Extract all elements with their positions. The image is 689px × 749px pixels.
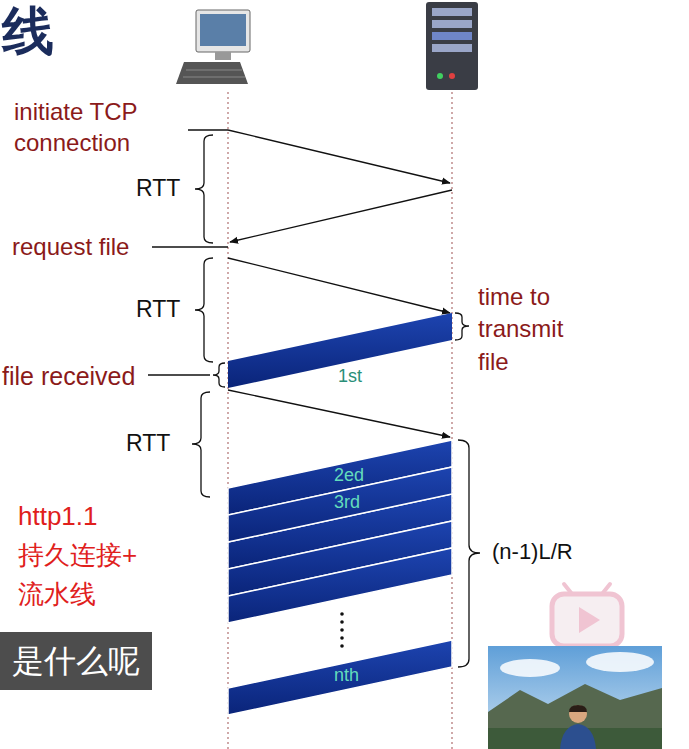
leader-line <box>148 374 210 375</box>
slide-title: 线 <box>2 0 54 62</box>
brace <box>195 135 213 243</box>
data-band <box>228 548 452 623</box>
monitor <box>196 10 250 52</box>
packet-label: 1st <box>338 366 362 387</box>
duration-label: (n-1)L/R <box>492 539 573 565</box>
event-label: initiate TCP connection <box>14 96 186 158</box>
dot <box>340 636 344 640</box>
brace <box>455 313 469 340</box>
packet-label: nth <box>334 665 359 686</box>
person-body <box>560 724 596 749</box>
cloud <box>586 652 654 672</box>
brace <box>213 363 225 387</box>
brace <box>192 392 210 497</box>
dot <box>340 612 344 616</box>
sky <box>488 646 662 749</box>
packet-label: 3rd <box>334 492 360 513</box>
data-band: 1st <box>228 313 452 388</box>
rtt-label: RTT <box>126 430 170 458</box>
drive-slot <box>432 8 472 16</box>
rtt-label: RTT <box>136 296 180 324</box>
subtitle-text: 是什么呢 <box>12 643 140 680</box>
drive-slot <box>432 20 472 28</box>
cloud <box>500 659 560 677</box>
band-fill <box>228 467 452 542</box>
dot <box>340 628 344 632</box>
person-head <box>569 705 587 723</box>
client-computer-icon <box>176 10 250 84</box>
dot <box>340 644 344 648</box>
client-timeline <box>227 92 228 749</box>
message-arrow <box>228 130 450 183</box>
tv-outline <box>552 594 622 646</box>
ellipsis-dots <box>340 612 344 648</box>
drive-slot <box>432 32 472 40</box>
band-fill <box>228 640 452 715</box>
data-band: nth <box>228 640 452 715</box>
event-label: time to transmit file <box>478 281 588 378</box>
mountains <box>488 684 662 749</box>
drive-slot <box>432 44 472 52</box>
play-icon <box>552 584 622 646</box>
server-case <box>426 2 478 90</box>
leader-line <box>188 129 228 130</box>
key-row <box>186 70 242 71</box>
video-thumbnail <box>488 646 662 749</box>
brace <box>195 258 213 362</box>
play-triangle <box>579 607 600 633</box>
rtt-label: RTT <box>136 175 180 203</box>
message-arrow <box>228 258 450 313</box>
message-arrow <box>230 190 452 242</box>
message-arrow <box>228 390 450 437</box>
leader-line <box>152 246 228 247</box>
person-hair <box>569 705 587 712</box>
status-light <box>437 73 443 79</box>
band-fill <box>228 313 452 388</box>
brace <box>458 440 480 667</box>
caption-box: 是什么呢 <box>0 632 152 690</box>
screen <box>200 14 246 46</box>
monitor-stand <box>215 52 231 60</box>
keyboard <box>176 62 248 84</box>
annotation-note: http1.1 持久连接+ 流水线 <box>18 497 168 614</box>
event-label: file received <box>2 361 135 391</box>
server-icon <box>426 2 478 90</box>
status-light <box>449 73 455 79</box>
key-row <box>183 77 245 78</box>
packet-label: 2ed <box>334 465 364 486</box>
event-label: request file <box>12 233 129 262</box>
data-band: 3rd <box>228 467 452 542</box>
dot <box>340 620 344 624</box>
